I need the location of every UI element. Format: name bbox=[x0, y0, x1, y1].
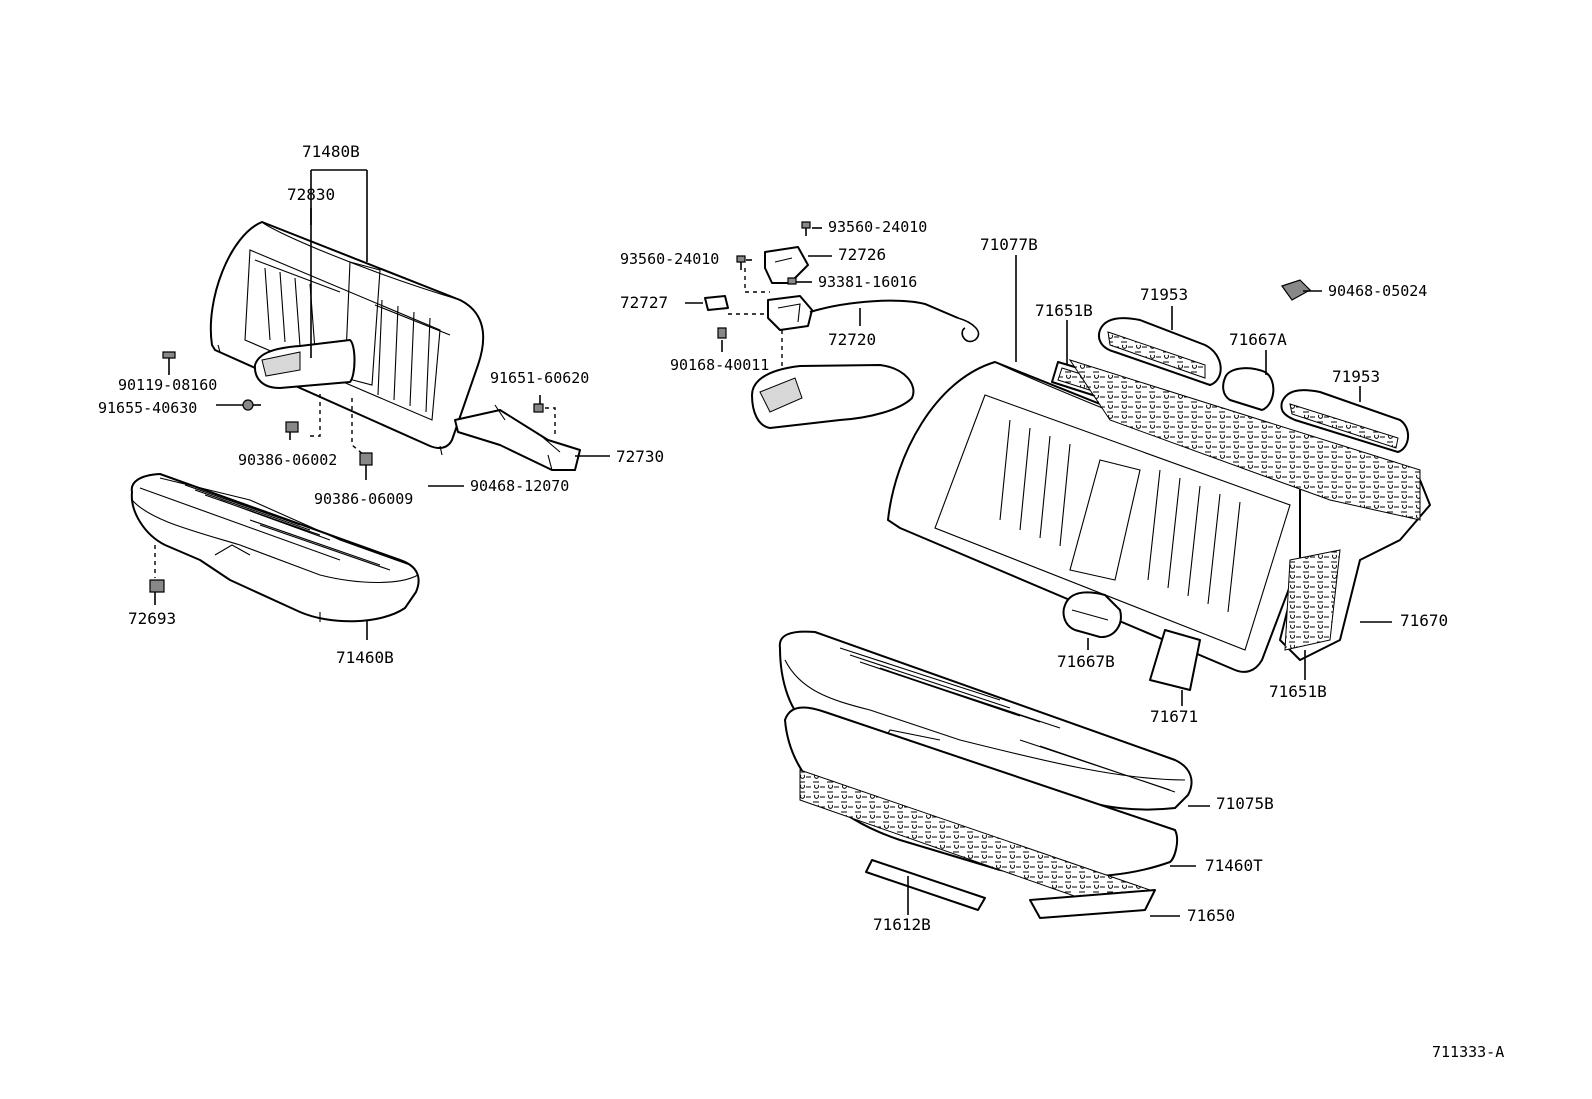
label-71651B-bottom: 71651B bbox=[1269, 682, 1327, 701]
label-91651-60620: 91651-60620 bbox=[490, 369, 589, 387]
hinge-bracket-72730 bbox=[454, 404, 581, 471]
leader-lines bbox=[154, 169, 1392, 917]
label-72727: 72727 bbox=[620, 293, 668, 312]
armrest-left bbox=[253, 339, 356, 389]
clip-91651-60620 bbox=[533, 403, 544, 413]
label-90168-40011: 90168-40011 bbox=[670, 356, 769, 374]
label-71612B: 71612B bbox=[873, 915, 931, 934]
label-71651B-top: 71651B bbox=[1035, 301, 1093, 320]
clip-90386-06002 bbox=[285, 421, 299, 433]
label-93560-24010-left: 93560-24010 bbox=[620, 250, 719, 268]
headrest-71953-a bbox=[1097, 317, 1222, 386]
headrest-71953-b bbox=[1280, 389, 1409, 453]
label-90386-06002: 90386-06002 bbox=[238, 451, 337, 469]
label-90468-12070: 90468-12070 bbox=[470, 477, 569, 495]
clip-90468-05024 bbox=[1281, 279, 1311, 301]
pad-71612B bbox=[865, 859, 986, 911]
screw-93381-16016 bbox=[787, 277, 797, 285]
frame-71670 bbox=[1279, 469, 1431, 661]
label-71953-a: 71953 bbox=[1140, 285, 1188, 304]
label-71650: 71650 bbox=[1187, 906, 1235, 925]
label-72693: 72693 bbox=[128, 609, 176, 628]
label-71667A: 71667A bbox=[1229, 330, 1287, 349]
seat-cushion-left-assembly bbox=[130, 473, 420, 623]
clip-90386-06009 bbox=[359, 452, 373, 466]
label-93560-24010-top: 93560-24010 bbox=[828, 218, 927, 236]
label-71667B: 71667B bbox=[1057, 652, 1115, 671]
label-71075B: 71075B bbox=[1216, 794, 1274, 813]
part-labels: 71480B 72830 90119-08160 91655-40630 903… bbox=[98, 142, 1504, 1061]
label-90119-08160: 90119-08160 bbox=[118, 376, 217, 394]
seat-back-left-assembly bbox=[209, 221, 485, 456]
armrest-middle bbox=[751, 364, 915, 429]
armrest-71667B bbox=[1062, 591, 1122, 639]
screw-93560-24010-top bbox=[801, 221, 811, 236]
label-71460T: 71460T bbox=[1205, 856, 1263, 875]
label-71460B: 71460B bbox=[336, 648, 394, 667]
label-71671: 71671 bbox=[1150, 707, 1198, 726]
strap-71671 bbox=[1149, 629, 1201, 691]
label-90386-06009: 90386-06009 bbox=[314, 490, 413, 508]
fastener-90119-08160 bbox=[162, 351, 176, 368]
label-71077B: 71077B bbox=[980, 235, 1038, 254]
label-72730: 72730 bbox=[616, 447, 664, 466]
clip-72693 bbox=[149, 579, 165, 593]
label-71670: 71670 bbox=[1400, 611, 1448, 630]
diagram-id: 711333-A bbox=[1432, 1043, 1504, 1061]
bolt-90168-40011 bbox=[717, 327, 727, 339]
bracket-72726 bbox=[764, 246, 809, 284]
label-72720: 72720 bbox=[828, 330, 876, 349]
label-90468-05024: 90468-05024 bbox=[1328, 282, 1427, 300]
pad-72727 bbox=[704, 295, 729, 311]
label-71480B: 71480B bbox=[302, 142, 360, 161]
label-93381-16016: 93381-16016 bbox=[818, 273, 917, 291]
latch-bracket bbox=[767, 295, 813, 331]
label-72726: 72726 bbox=[838, 245, 886, 264]
pad-71650 bbox=[1029, 889, 1156, 919]
headrest-71667A bbox=[1222, 367, 1275, 411]
label-91655-40630: 91655-40630 bbox=[98, 399, 197, 417]
cable-72720 bbox=[809, 299, 980, 343]
spring-frame-back bbox=[1068, 359, 1421, 521]
label-72830: 72830 bbox=[287, 185, 335, 204]
label-71953-b: 71953 bbox=[1332, 367, 1380, 386]
screw-93560-24010-left bbox=[736, 255, 746, 270]
fastener-91655-40630 bbox=[242, 399, 261, 411]
